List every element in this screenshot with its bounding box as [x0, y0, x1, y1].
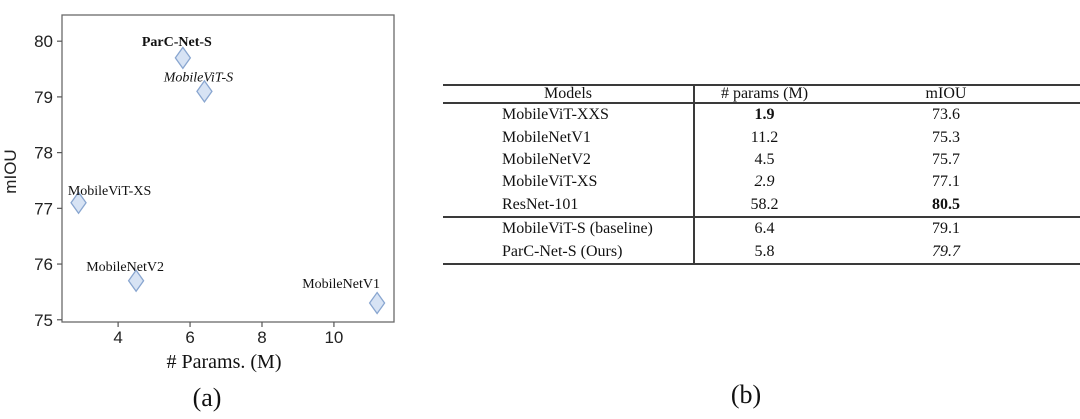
- data-point-mobilevit-s: [196, 79, 213, 103]
- cell-miou: 73.6: [932, 106, 960, 124]
- caption-b: (b): [730, 380, 762, 409]
- x-tick-label: 10: [324, 328, 343, 347]
- table-row-mobilenetv1: MobileNetV1 11.2 75.3: [443, 126, 1080, 148]
- y-tick-label: 76: [34, 255, 53, 274]
- data-point-mobilenetv2: [127, 269, 145, 293]
- cell-params: 5.8: [754, 242, 775, 260]
- table-row-mobilevit-s-baseline: MobileViT-S (baseline) 6.4 79.1: [443, 215, 1080, 240]
- table-row-mobilevit-xs: MobileViT-XS 2.9 77.1: [443, 171, 1080, 193]
- table-header-row: Models # params (M) mIOU: [443, 85, 1080, 104]
- x-tick-label: 6: [185, 328, 194, 347]
- y-tick-label: 79: [34, 88, 53, 107]
- cell-model: MobileNetV1: [502, 128, 591, 146]
- cell-miou: 79.7: [932, 242, 960, 260]
- point-label-mobilevit-s: MobileViT-S: [163, 70, 233, 85]
- x-axis-label: # Params. (M): [167, 351, 282, 373]
- point-label-mobilenetv2: MobileNetV2: [86, 260, 164, 275]
- data-point-mobilevit-xs: [70, 191, 87, 215]
- y-axis-label: mIOU: [1, 149, 20, 193]
- cell-params: 11.2: [750, 128, 779, 146]
- cell-params: 4.5: [754, 150, 775, 168]
- point-label-mobilenetv1: MobileNetV1: [302, 277, 380, 292]
- data-point-mobilenetv1: [368, 291, 386, 315]
- cell-params: 2.9: [754, 173, 775, 191]
- cell-miou: 77.1: [932, 173, 960, 191]
- cell-miou: 75.3: [932, 128, 960, 146]
- table-row-parc-net-s-ours: ParC-Net-S (Ours) 5.8 79.7: [443, 240, 1080, 262]
- cell-params: 6.4: [754, 220, 775, 238]
- cell-params: 58.2: [750, 195, 779, 213]
- y-tick-label: 77: [34, 199, 53, 218]
- cell-model: ParC-Net-S (Ours): [502, 242, 623, 260]
- x-tick-label: 4: [113, 328, 122, 347]
- caption-a: (a): [192, 383, 222, 412]
- point-label-mobilevit-xs: MobileViT-XS: [68, 184, 151, 199]
- table-row-mobilenetv2: MobileNetV2 4.5 75.7: [443, 149, 1080, 171]
- cell-miou: 75.7: [932, 150, 960, 168]
- scatter-plot: 4 6 8 10 75 76 77 78 79 80 # Params. (M) mIOU ParC-N…: [1, 14, 395, 373]
- y-tick-label: 78: [34, 144, 53, 163]
- table-row-resnet-101: ResNet-101 58.2 80.5: [443, 194, 1080, 216]
- y-tick-label: 80: [34, 32, 53, 51]
- cell-model: ResNet-101: [502, 195, 579, 213]
- header-params: # params (M): [720, 85, 809, 102]
- column-divider: [693, 86, 695, 263]
- cell-model: MobileViT-XS: [502, 173, 598, 191]
- header-models: Models: [544, 85, 592, 102]
- point-label-parc-net-s: ParC-Net-S: [142, 35, 212, 50]
- cell-params: 1.9: [754, 106, 775, 124]
- x-tick-label: 8: [257, 328, 266, 347]
- data-point-parc-net-s: [174, 46, 192, 70]
- table-row-mobilevit-xxs: MobileViT-XXS 1.9 73.6: [443, 104, 1080, 126]
- header-miou: mIOU: [925, 85, 967, 102]
- cell-miou: 79.1: [932, 220, 960, 238]
- cell-miou: 80.5: [932, 195, 960, 213]
- cell-model: MobileViT-S (baseline): [502, 220, 653, 238]
- results-table: Models # params (M) mIOU MobileViT-XXS 1.…: [443, 84, 1080, 265]
- plot-border: [61, 14, 395, 323]
- cell-model: MobileNetV2: [502, 150, 591, 168]
- cell-model: MobileViT-XXS: [502, 106, 609, 124]
- y-tick-label: 75: [34, 311, 53, 330]
